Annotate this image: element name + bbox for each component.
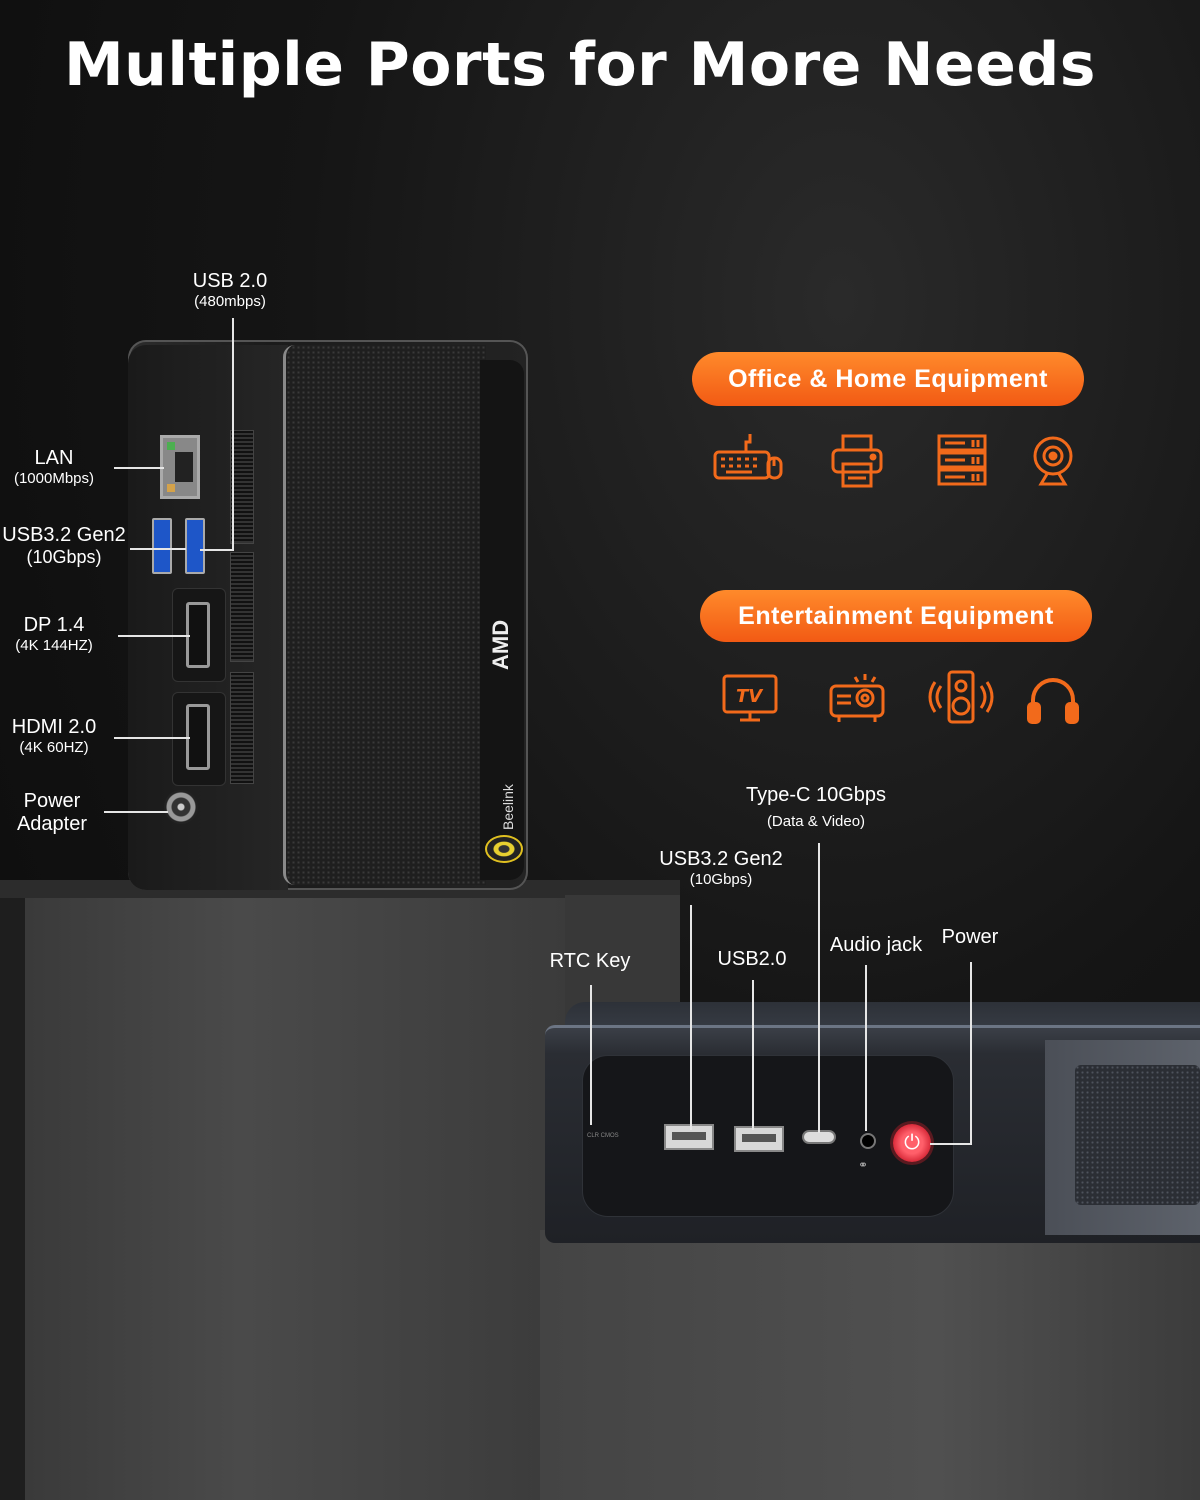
power-button-icon: ⏻ [893, 1124, 931, 1162]
label-lan: LAN (1000Mbps) [13, 447, 95, 487]
svg-text:TV: TV [736, 686, 764, 707]
tower-vent-1 [230, 430, 254, 544]
leader-rtc [590, 985, 592, 1125]
leader-lan [114, 467, 164, 469]
tower-side-edge [480, 360, 524, 880]
label-rtc-key: RTC Key [549, 950, 631, 972]
amd-logo: AMD [488, 619, 513, 670]
label-usb20-tower: USB 2.0 (480mbps) [192, 270, 268, 310]
leader-usb32-tower [130, 548, 186, 550]
leader-audio [865, 965, 867, 1131]
speaker-icon [924, 668, 998, 728]
leader-power-box-v [970, 962, 972, 1144]
beelink-wordmark: Beelink [500, 784, 516, 830]
box-side-mesh [1075, 1065, 1200, 1205]
leader-usb20-box [752, 980, 754, 1130]
pill-entertainment: Entertainment Equipment [700, 590, 1092, 642]
leader-power-adapter [104, 811, 168, 813]
usb32-port-2 [185, 518, 205, 574]
server-rack-icon [924, 430, 998, 490]
label-dp: DP 1.4 (4K 144HZ) [15, 614, 93, 654]
leader-usb20-h [200, 549, 234, 551]
projector-icon [820, 668, 894, 728]
printer-icon [820, 430, 894, 490]
clr-cmos-label: CLR CMOS [587, 1133, 619, 1139]
box-usb20-port [734, 1126, 784, 1152]
pedestal-left [25, 895, 565, 1500]
leader-power-box-h [930, 1143, 972, 1145]
headphones-icon [1016, 668, 1090, 728]
label-typec: Type-C 10Gbps (Data & Video) [745, 784, 887, 830]
dc-power-port [164, 790, 198, 824]
page-title: Multiple Ports for More Needs [63, 30, 1097, 100]
box-usb32-port [664, 1124, 714, 1150]
tower-vent-2 [230, 552, 254, 662]
leader-dp [118, 635, 190, 637]
leader-hdmi [114, 737, 190, 739]
label-usb32-box: USB3.2 Gen2 (10Gbps) [659, 848, 783, 888]
label-usb20-box: USB2.0 [717, 948, 787, 970]
box-audio-jack [860, 1133, 876, 1149]
keyboard-mouse-icon [711, 430, 785, 490]
hdmi-port [186, 704, 210, 770]
usb32-port-1 [152, 518, 172, 574]
beelink-logo-icon [485, 835, 523, 863]
leader-usb32-box [690, 905, 692, 1130]
label-usb32-tower: USB3.2 Gen2 (10Gbps) [2, 524, 126, 567]
webcam-icon [1016, 430, 1090, 490]
pill-office-home: Office & Home Equipment [692, 352, 1084, 406]
leader-typec [818, 843, 820, 1133]
label-hdmi: HDMI 2.0 (4K 60HZ) [11, 716, 97, 756]
label-power-adapter: Power Adapter [16, 790, 88, 835]
headset-small-icon: ⚭ [858, 1158, 869, 1172]
lan-port [160, 435, 200, 499]
tower-mesh-panel [283, 345, 486, 885]
leader-usb20-v [232, 318, 234, 550]
label-audio-jack: Audio jack [829, 934, 923, 956]
tower-vent-3 [230, 672, 254, 784]
label-power-box: Power [941, 926, 999, 948]
tv-icon: TV [713, 668, 787, 728]
pedestal-right [540, 1230, 1200, 1500]
